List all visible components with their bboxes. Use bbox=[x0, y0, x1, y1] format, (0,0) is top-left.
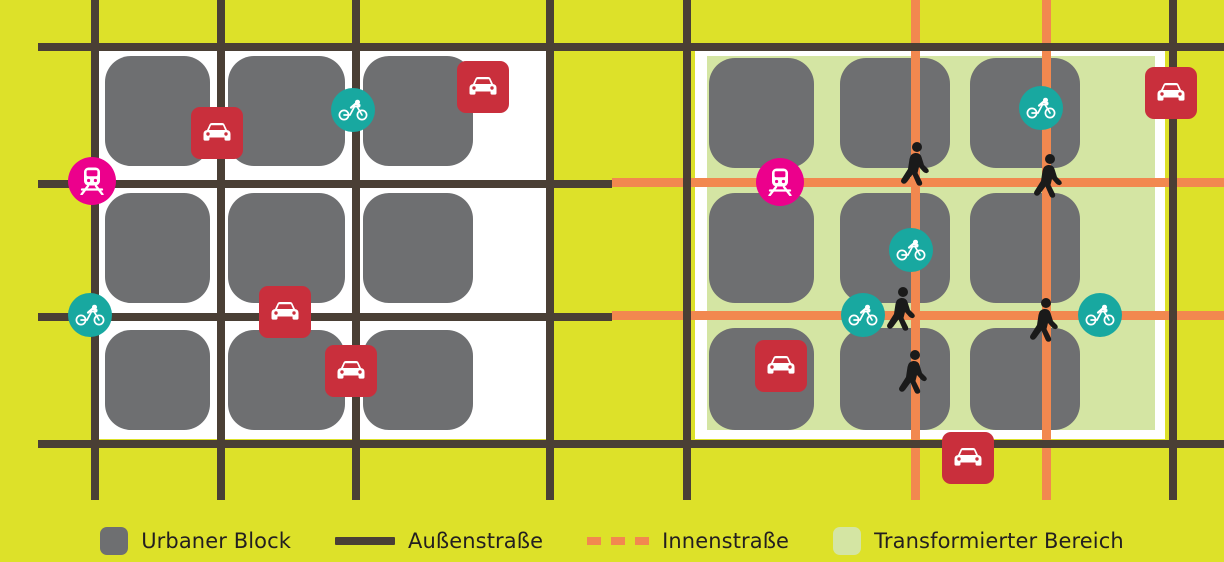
train-marker[interactable] bbox=[68, 157, 116, 205]
legend-item-outer-street: Außenstraße bbox=[335, 529, 543, 553]
bicycle-icon bbox=[1085, 304, 1115, 326]
bike-marker[interactable] bbox=[68, 293, 112, 337]
car-marker[interactable] bbox=[325, 345, 377, 397]
urban-block bbox=[228, 56, 345, 166]
outer-street-horizontal bbox=[38, 440, 612, 448]
legend-label: Außenstraße bbox=[408, 529, 544, 553]
urban-block bbox=[228, 193, 345, 303]
urban-block bbox=[840, 58, 950, 168]
car-marker[interactable] bbox=[259, 286, 311, 338]
legend-label: Innenstraße bbox=[662, 529, 790, 553]
car-icon bbox=[337, 361, 365, 379]
pedestrian-marker[interactable] bbox=[1031, 153, 1065, 199]
legend-item-urban-block: Urbaner Block bbox=[100, 527, 291, 555]
outer-street-horizontal bbox=[612, 440, 1224, 448]
outer-street-vertical bbox=[546, 0, 554, 500]
green-rounded-square-icon bbox=[833, 527, 862, 555]
car-icon bbox=[469, 77, 497, 95]
legend-item-inner-street: Innenstraße bbox=[587, 529, 789, 553]
legend-label: Urbaner Block bbox=[141, 529, 292, 553]
legend-label: Transformierter Bereich bbox=[874, 529, 1124, 553]
pedestrian-icon bbox=[901, 142, 929, 186]
outer-street-vertical bbox=[683, 0, 691, 500]
urban-block bbox=[105, 330, 210, 430]
outer-street-horizontal bbox=[38, 43, 612, 51]
legend: Urbaner Block Außenstraße Innenstraße Tr… bbox=[0, 520, 1224, 562]
outer-street-vertical bbox=[1169, 0, 1177, 500]
dashed-line-icon bbox=[587, 537, 650, 545]
conventional-grid-panel bbox=[0, 0, 612, 500]
pedestrian-icon bbox=[1030, 298, 1058, 342]
pedestrian-icon bbox=[1034, 154, 1062, 198]
pedestrian-marker[interactable] bbox=[884, 286, 918, 332]
bicycle-icon bbox=[1026, 97, 1056, 119]
superblock-panel bbox=[612, 0, 1224, 500]
car-marker[interactable] bbox=[191, 107, 243, 159]
train-marker[interactable] bbox=[756, 158, 804, 206]
car-marker[interactable] bbox=[942, 432, 994, 484]
bicycle-icon bbox=[75, 304, 105, 326]
tram-icon bbox=[768, 168, 792, 196]
gray-rounded-square-icon bbox=[100, 527, 129, 555]
car-icon bbox=[767, 356, 795, 374]
car-icon bbox=[203, 123, 231, 141]
outer-street-horizontal bbox=[38, 180, 612, 188]
bicycle-icon bbox=[848, 304, 878, 326]
urban-block bbox=[363, 330, 473, 430]
urban-block bbox=[363, 193, 473, 303]
bike-marker[interactable] bbox=[1078, 293, 1122, 337]
car-icon bbox=[954, 448, 982, 466]
car-icon bbox=[271, 302, 299, 320]
bike-marker[interactable] bbox=[1019, 86, 1063, 130]
bike-marker[interactable] bbox=[331, 88, 375, 132]
urban-block bbox=[709, 193, 814, 303]
outer-street-vertical bbox=[352, 0, 360, 500]
car-marker[interactable] bbox=[1145, 67, 1197, 119]
pedestrian-marker[interactable] bbox=[898, 141, 932, 187]
urban-block bbox=[840, 328, 950, 430]
urban-block bbox=[709, 58, 814, 168]
bike-marker[interactable] bbox=[841, 293, 885, 337]
bicycle-icon bbox=[338, 99, 368, 121]
outer-street-horizontal bbox=[612, 43, 1224, 51]
outer-street-vertical bbox=[217, 0, 225, 500]
outer-street-vertical bbox=[91, 0, 99, 500]
car-marker[interactable] bbox=[457, 61, 509, 113]
urban-block bbox=[970, 193, 1080, 303]
bicycle-icon bbox=[896, 239, 926, 261]
urban-block bbox=[105, 193, 210, 303]
pedestrian-marker[interactable] bbox=[896, 349, 930, 395]
urban-block bbox=[363, 56, 473, 166]
car-icon bbox=[1157, 83, 1185, 101]
tram-icon bbox=[80, 167, 104, 195]
car-marker[interactable] bbox=[755, 340, 807, 392]
outer-street-horizontal bbox=[38, 313, 612, 321]
pedestrian-marker[interactable] bbox=[1027, 297, 1061, 343]
legend-item-transformed-area: Transformierter Bereich bbox=[833, 527, 1124, 555]
urban-block bbox=[970, 328, 1080, 430]
pedestrian-icon bbox=[899, 350, 927, 394]
bike-marker[interactable] bbox=[889, 228, 933, 272]
inner-street-vertical bbox=[1042, 0, 1051, 500]
inner-street-horizontal bbox=[612, 311, 1224, 320]
pedestrian-icon bbox=[887, 287, 915, 331]
solid-line-icon bbox=[335, 537, 396, 545]
